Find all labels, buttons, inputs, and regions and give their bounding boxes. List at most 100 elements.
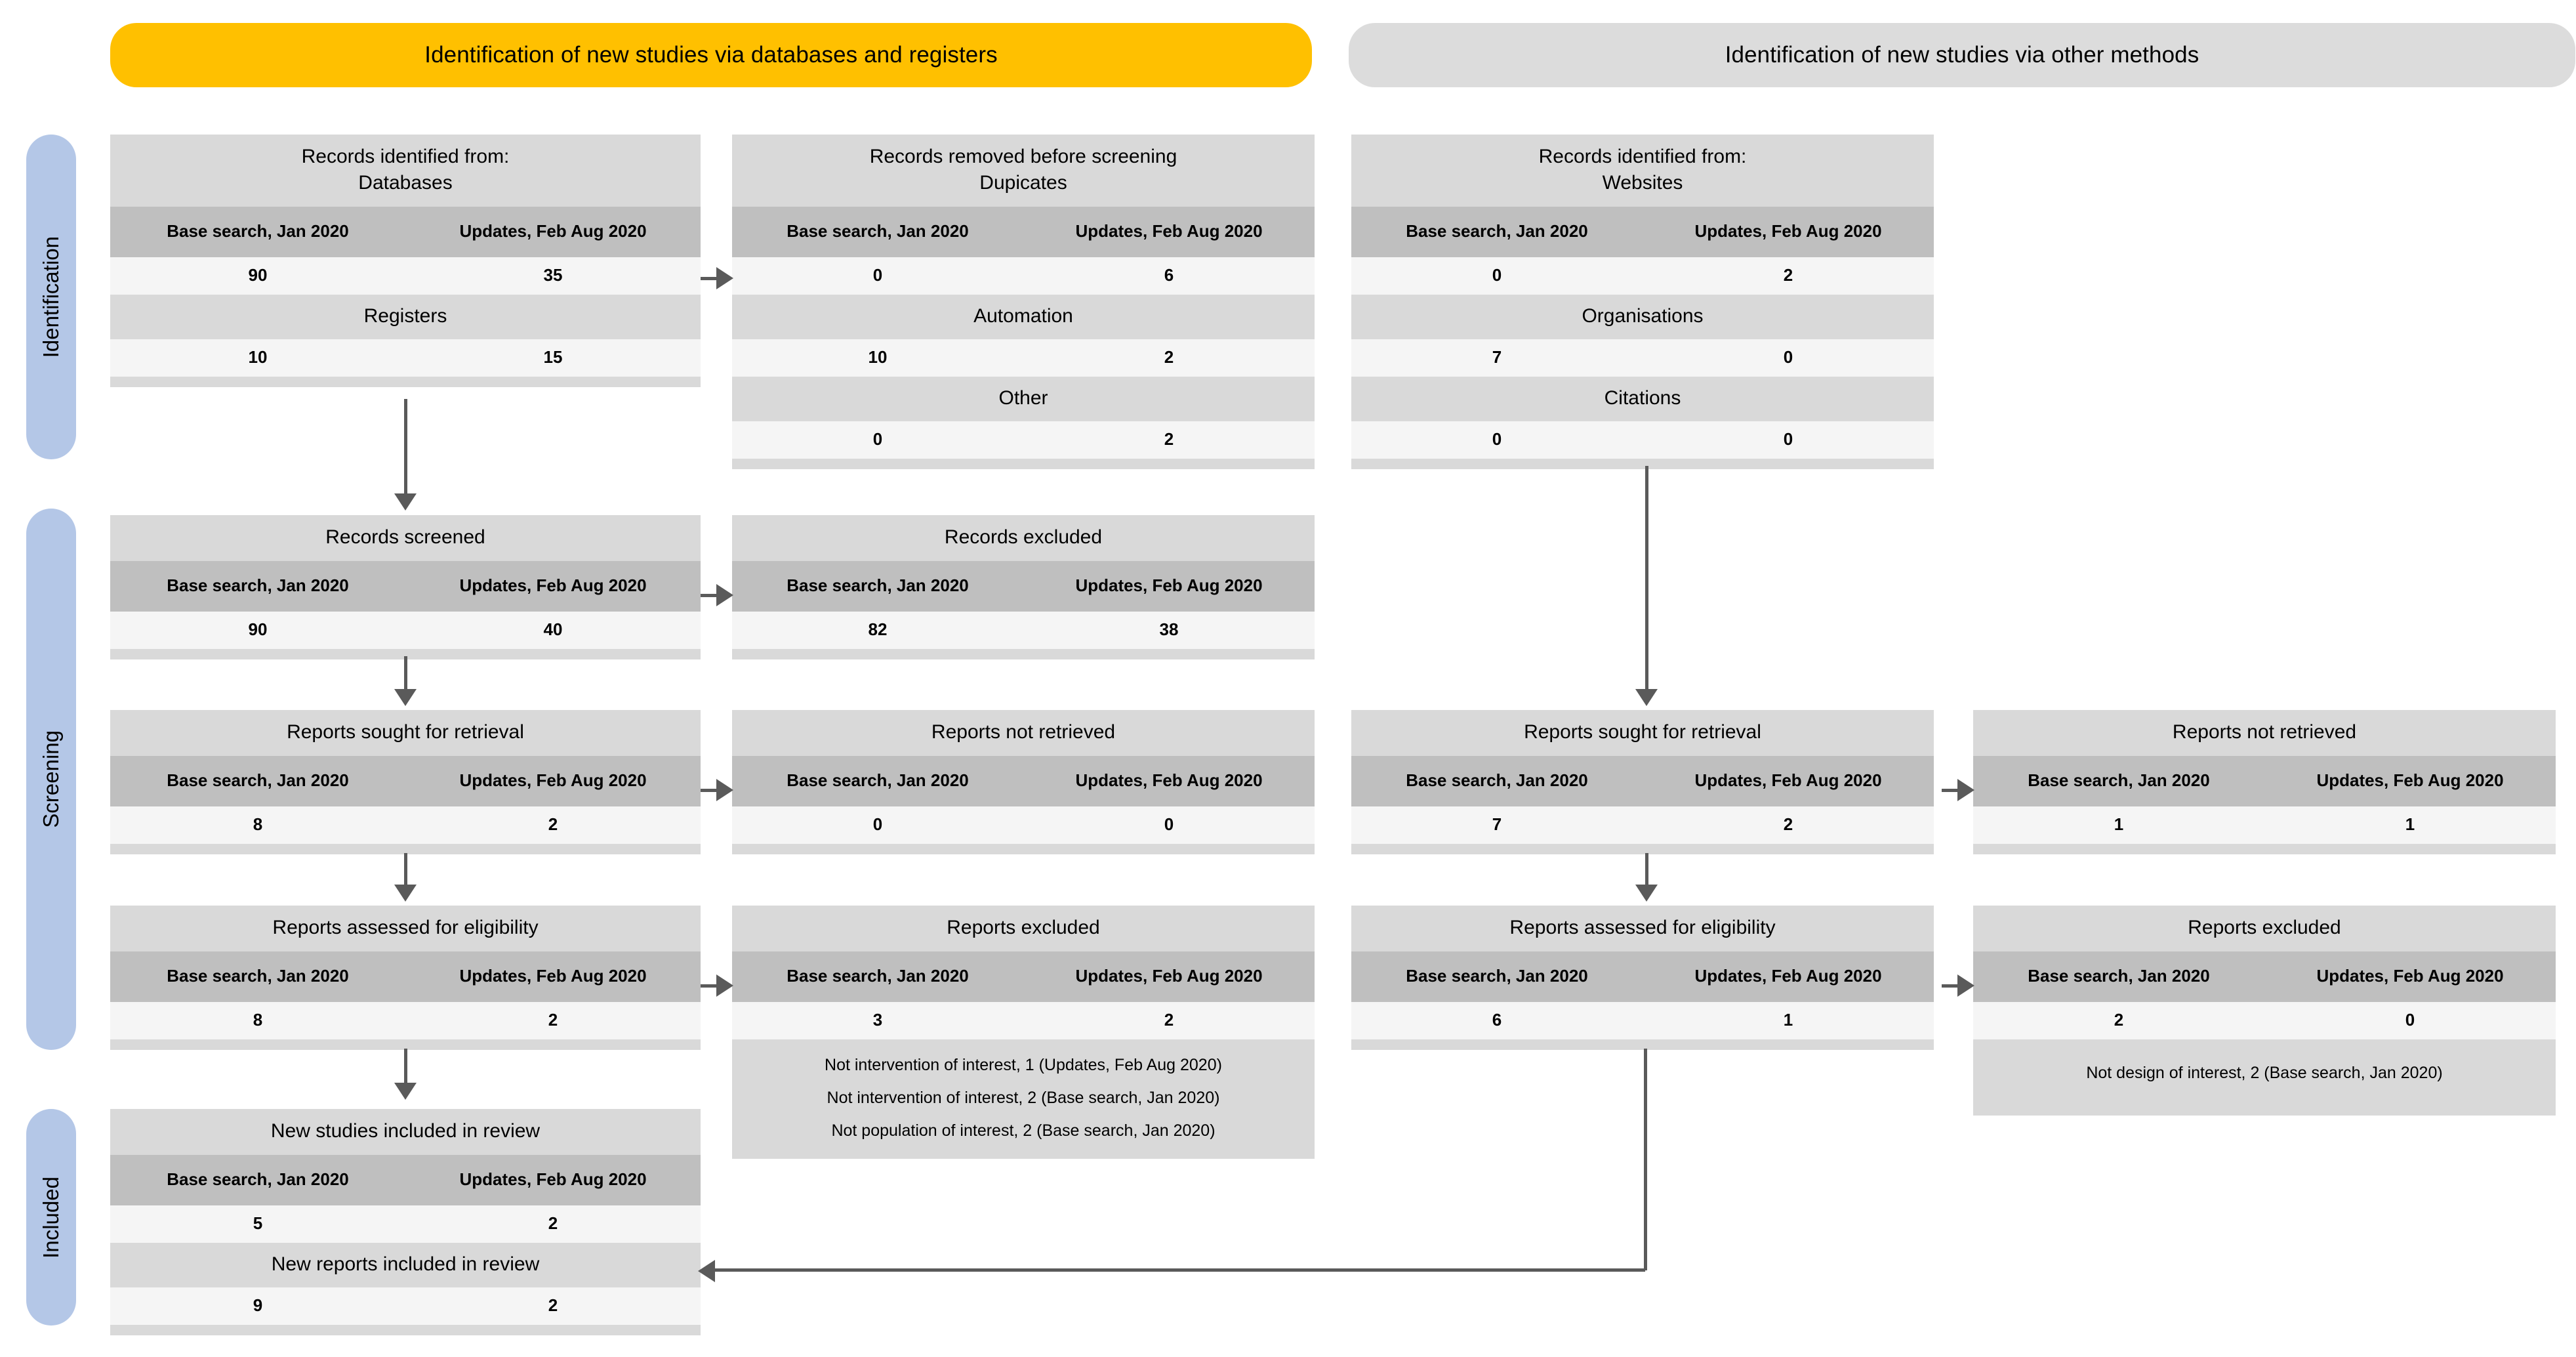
box-values-row-2: 7 0 [1351, 339, 1934, 377]
box-column-headers: Base search, Jan 2020 Updates, Feb Aug 2… [1973, 755, 2556, 806]
box-records-identified-other-methods: Records identified from: Websites Base s… [1351, 135, 1934, 469]
value-updates: 2 [548, 1295, 558, 1315]
box-footer-band [1351, 1039, 1934, 1050]
box-reports-excluded-other-methods: Reports excluded Base search, Jan 2020 U… [1973, 906, 2556, 1116]
column-header-updates: Updates, Feb Aug 2020 [1694, 770, 1882, 790]
box-title-line2: Websites [1602, 171, 1683, 194]
arrow-down-icon [1635, 885, 1658, 902]
box-reports-sought-databases: Reports sought for retrieval Base search… [110, 710, 701, 854]
arrow-right-icon [716, 267, 733, 289]
column-header-updates: Updates, Feb Aug 2020 [1694, 220, 1882, 241]
column-header-base: Base search, Jan 2020 [1406, 220, 1588, 241]
phase-rail-included: Included [26, 1109, 76, 1326]
value-updates: 0 [2405, 1009, 2415, 1030]
value-base: 10 [868, 346, 888, 367]
value-base: 0 [1492, 264, 1502, 285]
value-base: 0 [1492, 428, 1502, 449]
connector-shaft [1942, 789, 1967, 792]
value-base: 5 [253, 1213, 263, 1233]
box-values-row-2: 10 15 [110, 339, 701, 377]
box-footer-band [1351, 843, 1934, 854]
value-updates: 0 [1164, 814, 1174, 834]
connector-shaft [404, 1049, 407, 1087]
arrow-down-icon [394, 1083, 417, 1100]
box-title: Records screened [110, 515, 701, 561]
box-column-headers: Base search, Jan 2020 Updates, Feb Aug 2… [1351, 951, 1934, 1002]
box-title-line1: New studies included in review [270, 1120, 541, 1142]
value-base: 3 [872, 1009, 883, 1030]
column-header-base: Base search, Jan 2020 [2028, 965, 2210, 986]
banner-databases-label: Identification of new studies via databa… [424, 42, 998, 68]
column-header-updates: Updates, Feb Aug 2020 [1075, 770, 1263, 790]
box-exclusion-reasons: Not design of interest, 2 (Base search, … [1973, 1039, 2556, 1116]
value-updates: 2 [1783, 814, 1793, 834]
exclusion-reason: Not intervention of interest, 1 (Updates… [825, 1055, 1222, 1074]
value-updates: 15 [543, 346, 563, 367]
box-title: Reports assessed for eligibility [110, 906, 701, 951]
value-base: 7 [1492, 814, 1502, 834]
box-values-row-1: 8 2 [110, 1001, 701, 1039]
box-records-screened: Records screened Base search, Jan 2020 U… [110, 515, 701, 659]
value-base: 0 [872, 814, 883, 834]
connector-shaft [404, 399, 407, 497]
box-values-row-1: 0 6 [732, 257, 1315, 295]
arrow-right-icon [716, 779, 733, 801]
box-column-headers: Base search, Jan 2020 Updates, Feb Aug 2… [110, 951, 701, 1002]
box-title-line1: Records identified from: [1538, 146, 1747, 167]
value-base: 7 [1492, 346, 1502, 367]
box-values-row-1: 6 1 [1351, 1001, 1934, 1039]
column-header-updates: Updates, Feb Aug 2020 [459, 1169, 647, 1189]
box-footer-band [1973, 843, 2556, 854]
column-header-updates: Updates, Feb Aug 2020 [1075, 575, 1263, 595]
column-header-updates: Updates, Feb Aug 2020 [1075, 220, 1263, 241]
box-title: Reports excluded [732, 906, 1315, 951]
box-title-line2: Databases [358, 171, 453, 194]
box-footer-band [1351, 458, 1934, 469]
column-header-base: Base search, Jan 2020 [167, 770, 349, 790]
exclusion-reason: Not population of interest, 2 (Base sear… [831, 1121, 1216, 1140]
box-exclusion-reasons: Not intervention of interest, 1 (Updates… [732, 1039, 1315, 1159]
value-base: 8 [253, 814, 263, 834]
value-base: 2 [2114, 1009, 2124, 1030]
box-title-line1: Records excluded [944, 526, 1103, 548]
box-values-row-1: 3 2 [732, 1001, 1315, 1039]
value-updates: 2 [1164, 1009, 1174, 1030]
value-base: 0 [872, 428, 883, 449]
column-header-base: Base search, Jan 2020 [167, 965, 349, 986]
box-title-line1: Reports not retrieved [2172, 721, 2357, 743]
value-updates: 2 [1783, 264, 1793, 285]
value-updates: 6 [1164, 264, 1174, 285]
box-column-headers: Base search, Jan 2020 Updates, Feb Aug 2… [110, 206, 701, 257]
value-base: 90 [248, 264, 268, 285]
box-column-headers: Base search, Jan 2020 Updates, Feb Aug 2… [110, 755, 701, 806]
value-base: 9 [253, 1295, 263, 1315]
exclusion-reason: Not design of interest, 2 (Base search, … [2086, 1063, 2443, 1082]
box-records-excluded: Records excluded Base search, Jan 2020 U… [732, 515, 1315, 659]
phase-rail-identification: Identification [26, 135, 76, 459]
value-updates: 2 [1164, 428, 1174, 449]
arrow-down-icon [394, 885, 417, 902]
value-base: 6 [1492, 1009, 1502, 1030]
banner-other-label: Identification of new studies via other … [1725, 42, 2199, 68]
box-subtitle-organisations: Organisations [1351, 294, 1934, 339]
box-subtitle-automation: Automation [732, 294, 1315, 339]
box-reports-not-retrieved-databases: Reports not retrieved Base search, Jan 2… [732, 710, 1315, 854]
box-column-headers: Base search, Jan 2020 Updates, Feb Aug 2… [110, 560, 701, 612]
value-updates: 2 [548, 1009, 558, 1030]
value-updates: 2 [548, 814, 558, 834]
box-title-line1: Reports assessed for eligibility [272, 917, 539, 938]
value-base: 90 [248, 619, 268, 639]
column-header-updates: Updates, Feb Aug 2020 [459, 220, 647, 241]
banner-other-methods: Identification of new studies via other … [1349, 23, 2575, 87]
box-title: Records removed before screening Dupicat… [732, 135, 1315, 207]
box-values-row-1: 2 0 [1973, 1001, 2556, 1039]
box-values-row-1: 8 2 [110, 806, 701, 844]
box-title-line1: Reports excluded [947, 917, 1100, 938]
arrow-down-icon [394, 493, 417, 511]
box-values-row-1: 82 38 [732, 611, 1315, 649]
column-header-base: Base search, Jan 2020 [167, 575, 349, 595]
box-values-row-1: 1 1 [1973, 806, 2556, 844]
column-header-base: Base search, Jan 2020 [167, 1169, 349, 1189]
box-title-line1: Reports excluded [2188, 917, 2341, 938]
box-title: Reports excluded [1973, 906, 2556, 951]
